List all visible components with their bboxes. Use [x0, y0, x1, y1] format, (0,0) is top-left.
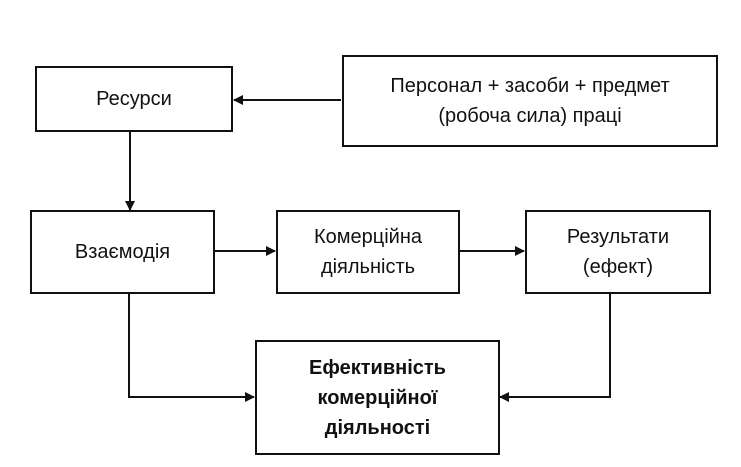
efficiency-box: Ефективність комерційної діяльності	[255, 340, 500, 455]
arrow-results-to-efficiency	[499, 293, 611, 402]
inputs-box: Персонал + засоби + предмет (робоча сила…	[342, 55, 718, 147]
arrow-interaction-to-efficiency	[128, 292, 255, 402]
resources-box: Ресурси	[35, 66, 233, 132]
interaction-box: Взаємодія	[30, 210, 215, 294]
commercial-activity-label: Комерційна діяльність	[313, 226, 422, 278]
results-box: Результати (ефект)	[525, 210, 711, 294]
results-label: Результати (ефект)	[566, 226, 670, 278]
efficiency-label: Ефективність комерційної діяльності	[309, 356, 446, 439]
resources-label: Ресурси	[96, 88, 172, 110]
commercial-activity-box: Комерційна діяльність	[276, 210, 460, 294]
interaction-label: Взаємодія	[74, 241, 171, 263]
inputs-label: Персонал + засоби + предмет (робоча сила…	[390, 75, 670, 127]
